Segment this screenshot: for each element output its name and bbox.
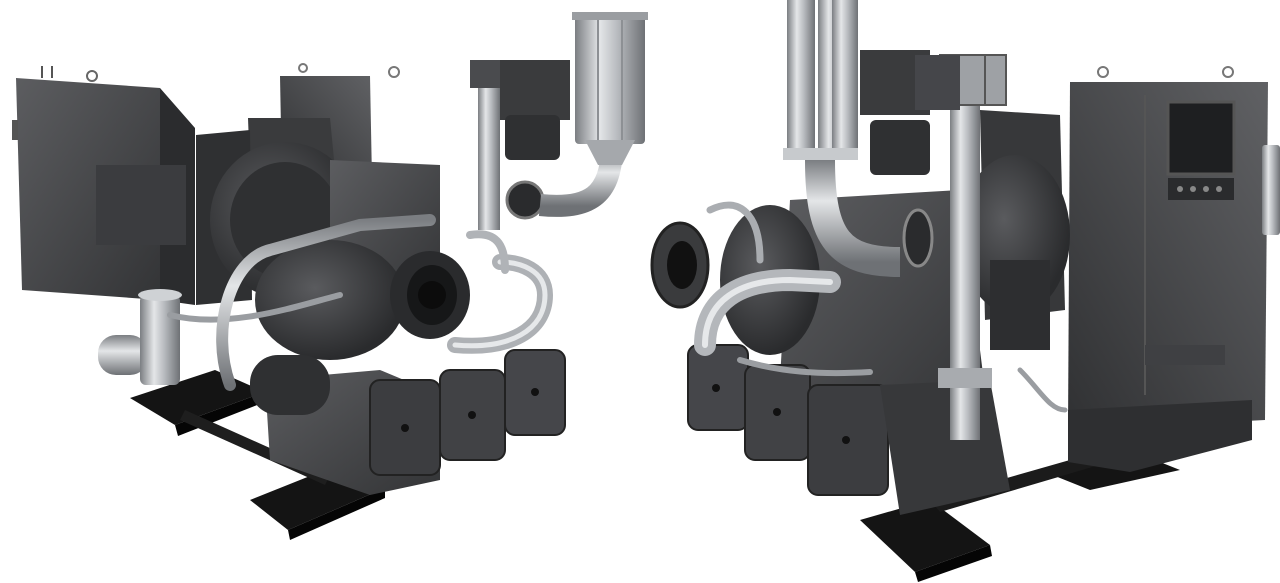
right-compressor-view: [650, 0, 1280, 582]
right-vertical-pipes: [783, 0, 1007, 440]
right-motor-drum: [960, 110, 1070, 350]
left-piping: [167, 214, 554, 391]
left-control-cabinet: [12, 66, 195, 305]
left-compressor-view: [12, 12, 648, 540]
right-electrical-cabinet: [1068, 66, 1280, 472]
left-compressor-stage: [255, 240, 470, 360]
left-oil-filter: [98, 289, 182, 385]
right-piping: [694, 201, 1068, 413]
left-motor-cylinder: [250, 355, 330, 415]
left-discharge-assembly: [470, 12, 648, 230]
